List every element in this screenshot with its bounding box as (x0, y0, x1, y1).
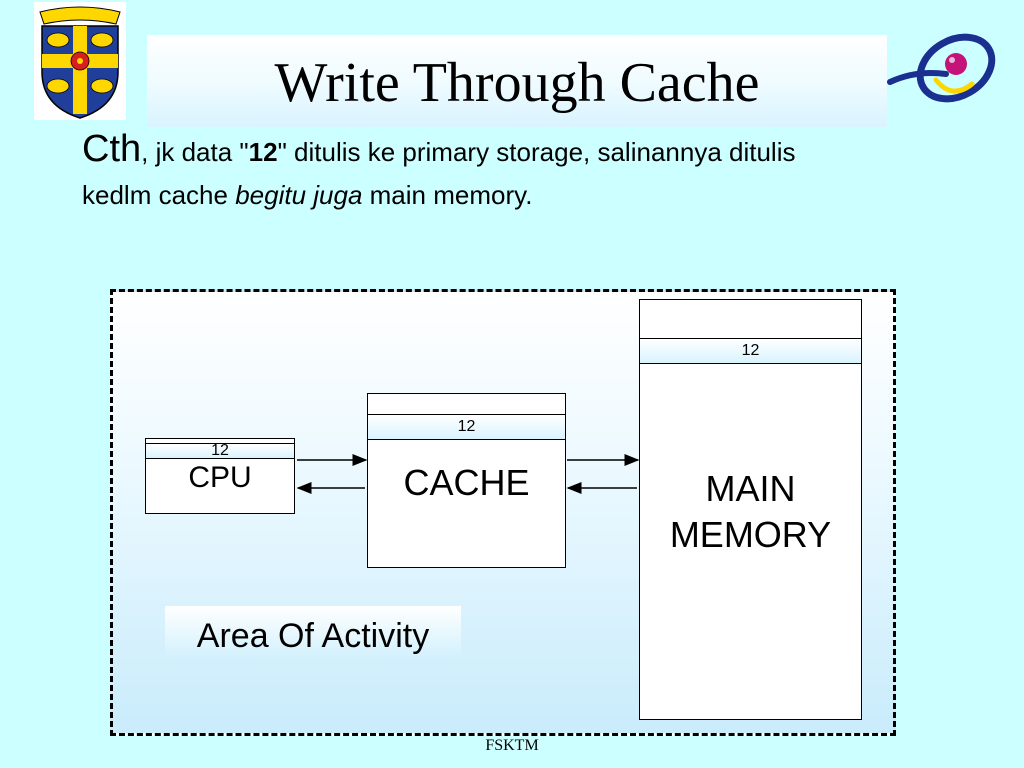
footer-text: FSKTM (485, 737, 539, 754)
cache-data-slot: 12 (368, 414, 565, 440)
title-banner: Write Through Cache (147, 35, 887, 127)
body-bold-value: 12 (248, 137, 278, 167)
university-crest-icon (34, 2, 126, 120)
cache-box: 12 CACHE (367, 393, 566, 568)
area-of-activity-label: Area Of Activity (196, 617, 430, 655)
main-memory-box: 12 MAIN MEMORY (639, 299, 862, 720)
cpu-data-slot: 12 (146, 443, 294, 459)
slide-title: Write Through Cache (274, 52, 760, 114)
body-part-3: main memory. (362, 180, 533, 210)
main-memory-label: MAIN MEMORY (640, 466, 861, 558)
body-part-1: , jk data " (141, 137, 249, 167)
main-memory-data-slot: 12 (640, 338, 861, 364)
area-label-box: Area Of Activity (165, 606, 461, 664)
main-memory-label-line-1: MAIN (705, 468, 796, 509)
body-italic: begitu juga (235, 180, 363, 210)
cpu-box: 12 CPU (145, 438, 295, 514)
main-memory-label-line-2: MEMORY (669, 514, 832, 555)
body-part-2: " ditulis ke primary storage, salinannya… (82, 137, 796, 210)
body-paragraph: Cth, jk data "12" ditulis ke primary sto… (82, 128, 842, 217)
ring-orbit-logo-icon (886, 20, 1004, 120)
body-lead: Cth (82, 128, 142, 170)
cpu-label: CPU (188, 461, 252, 494)
cache-label: CACHE (403, 462, 530, 503)
